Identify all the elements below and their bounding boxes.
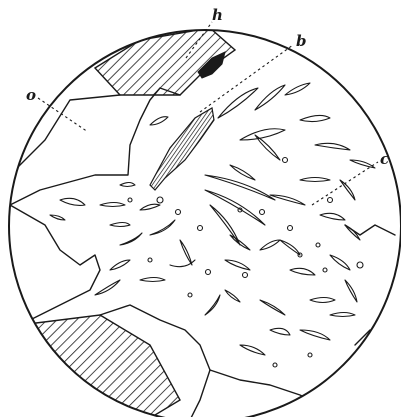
label-c: c	[380, 150, 389, 168]
label-b: b	[296, 32, 307, 50]
label-h: h	[212, 6, 223, 24]
label-o: o	[26, 86, 36, 104]
